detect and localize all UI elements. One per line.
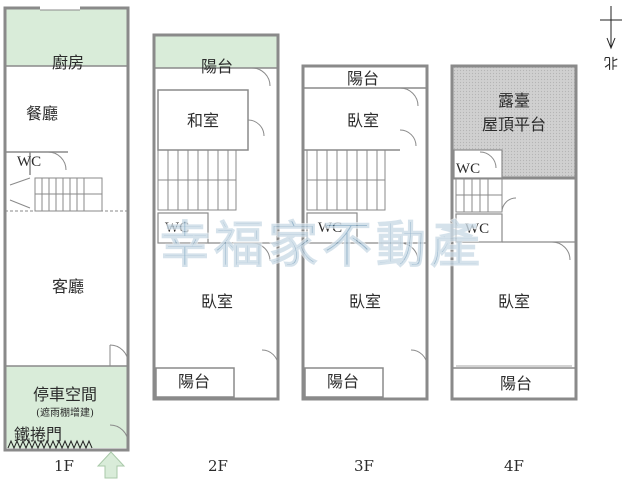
label-balcony-2f-top: 陽台 [201,57,233,76]
label-dining: 餐廳 [26,104,58,123]
label-wc-3f: WC [318,220,342,236]
label-roof-platform: 屋頂平台 [482,115,546,134]
label-wc-2f: WC [165,220,189,236]
stairs-3f [306,149,386,211]
label-bedroom-2f: 臥室 [201,292,233,311]
floor-1f-plan [3,6,130,479]
label-wc-4f: WC [465,221,489,237]
label-bedroom-3f: 臥室 [349,292,381,311]
label-floor-3f: 3F [354,457,374,475]
stairs-1f [9,177,103,212]
floor-4f-plan [450,64,578,401]
label-tatami: 和室 [187,111,219,130]
entrance-arrow-icon [96,451,126,479]
label-floor-4f: 4F [504,457,524,475]
parking-area [5,366,128,448]
floor-2f-outline [152,33,280,401]
kitchen-area [5,8,128,66]
label-balcony-3f-bottom: 陽台 [327,372,359,391]
label-floor-2f: 2F [208,457,228,475]
label-bedroom-4f: 臥室 [498,292,530,311]
label-wc-4f-top: WC [456,161,480,177]
stairs-2f [157,149,237,211]
label-terrace: 露臺 [498,91,530,110]
label-balcony-4f-bottom: 陽台 [500,374,532,393]
label-balcony-3f-top: 陽台 [347,69,379,88]
label-parking: 停車空間 [33,385,97,404]
label-living: 客廳 [52,277,84,296]
watermark-text: 幸福家不動產 [160,216,484,274]
balcony-2f-top-area [154,35,278,68]
label-kitchen: 廚房 [52,53,84,72]
label-floor-1f: 1F [54,457,74,475]
label-bedroom-3f-top: 臥室 [347,111,379,130]
label-wc-1f: WC [17,154,41,170]
label-parking-note: (遮雨棚增建) [36,406,94,419]
floor-3f-plan [301,64,429,401]
rolling-shutter [7,439,93,450]
floor-3f-outline [301,64,429,401]
label-balcony-2f-bottom: 陽台 [178,372,210,391]
stairs-4f [455,177,517,213]
floor-2f-plan [152,33,280,401]
label-shutter: 鐵捲門 [14,425,62,444]
north-arrow-icon [600,6,622,50]
label-north: 北 [604,54,618,70]
